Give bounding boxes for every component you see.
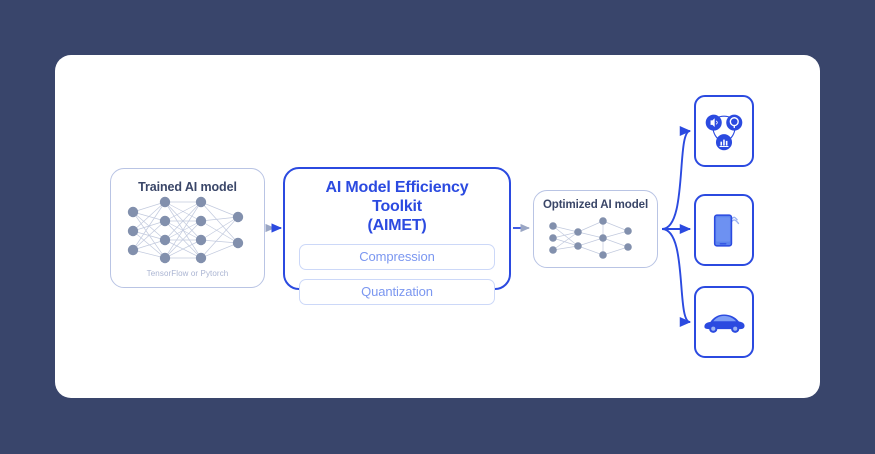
optimized-model-title: Optimized AI model — [542, 199, 649, 211]
smartphone-icon — [713, 214, 740, 247]
optimized-model-box: Optimized AI model — [533, 190, 658, 268]
trained-model-title: Trained AI model — [138, 180, 237, 194]
neural-network-sparse-icon — [549, 217, 632, 259]
aimet-title-line1: AI Model Efficiency Toolkit — [325, 179, 469, 215]
target-device-car — [694, 286, 754, 358]
target-device-phone — [694, 194, 754, 266]
neural-network-dense-icon — [127, 196, 244, 264]
aimet-title-line2: (AIMET) — [367, 217, 427, 234]
aimet-feature-quantization[interactable]: Quantization — [299, 279, 495, 305]
aimet-feature-compression[interactable]: Compression — [299, 244, 495, 270]
trained-model-box: Trained AI model — [110, 168, 265, 288]
target-device-iot — [694, 95, 754, 167]
iot-devices-icon — [705, 114, 743, 151]
trained-model-caption: TensorFlow or Pytorch — [146, 269, 229, 278]
car-icon — [704, 314, 745, 333]
aimet-box: AI Model Efficiency Toolkit (AIMET) Comp… — [283, 167, 511, 305]
aimet-title: AI Model Efficiency Toolkit (AIMET) — [299, 178, 495, 235]
